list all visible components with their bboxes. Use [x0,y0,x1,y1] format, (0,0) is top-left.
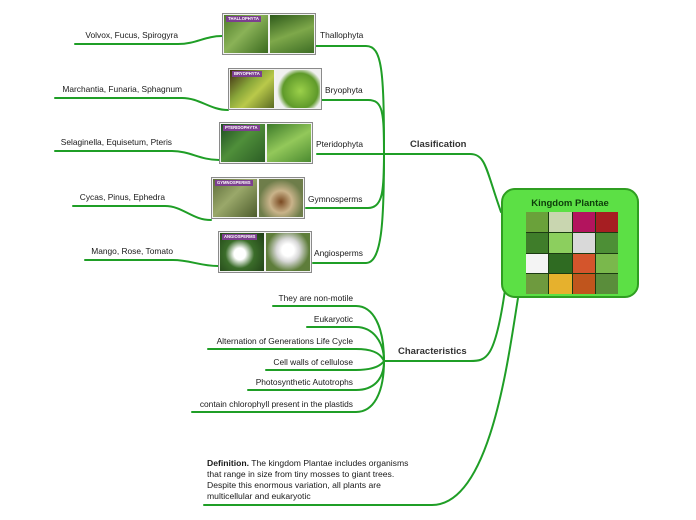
angiosperms-photo-tag: ANGIOSPERMS [222,234,258,240]
characteristic-item[interactable]: Alternation of Generations Life Cycle [216,336,353,346]
branch-ex-thallophyta [74,35,223,45]
examples-gymnosperms[interactable]: Cycas, Pinus, Ephedra [79,192,165,202]
green-algae-image: THALLOPHYTA [224,15,268,53]
thallophyta-photo-tag: THALLOPHYTA [226,16,261,22]
group-angiosperms[interactable]: Angiosperms [314,248,363,258]
definition-note[interactable]: Definition. The kingdom Plantae includes… [207,458,425,502]
conifer-image: GYMNOSPERMS [213,179,257,217]
plant-collage-image [526,212,618,294]
definition-label: Definition. [207,458,250,468]
thallophyta-photo: THALLOPHYTA [222,13,316,55]
group-gymnosperms[interactable]: Gymnosperms [308,194,363,204]
examples-pteridophyta[interactable]: Selaginella, Equisetum, Pteris [60,137,172,147]
characteristic-item[interactable]: Photosynthetic Autotrophs [255,377,353,387]
definition-text: The kingdom Plantae includes organisms t… [207,458,409,501]
examples-angiosperms[interactable]: Mango, Rose, Tomato [91,246,173,256]
characteristic-item[interactable]: They are non-motile [278,293,353,303]
examples-bryophyta[interactable]: Marchantia, Funaria, Sphagnum [62,84,182,94]
group-bryophyta[interactable]: Bryophyta [325,85,363,95]
bryophyta-photo: BRYOPHYTA [228,68,322,110]
characteristics-heading[interactable]: Characteristics [398,346,467,357]
group-pteridophyta[interactable]: Pteridophyta [316,139,364,149]
fern-image: PTERIDOPHYTA [221,124,265,162]
gymnosperms-photo: GYMNOSPERMS [211,177,305,219]
group-thallophyta[interactable]: Thallophyta [320,30,364,40]
branch-center-characteristics [383,289,506,362]
branch-center-classification [383,153,502,213]
branch-char-2 [306,326,385,362]
branch-char-6 [191,360,385,413]
angiosperms-photo: ANGIOSPERMS [218,231,312,273]
branch-angiosperms [312,153,385,264]
branch-ex-angiosperms [84,259,219,267]
branch-center-definition [203,297,519,506]
branch-ex-pteridophyta [54,150,220,161]
branch-ex-gymnosperms [72,205,212,221]
branch-char-4 [265,360,385,371]
branch-ex-bryophyta [54,97,229,111]
gymnosperms-photo-tag: GYMNOSPERMS [215,180,253,186]
central-topic[interactable]: Kingdom Plantae [501,188,639,298]
bryophyta-photo-tag: BRYOPHYTA [232,71,262,77]
pteridophyta-photo-tag: PTERIDOPHYTA [223,125,260,131]
branch-char-3 [207,348,385,362]
moss-image: BRYOPHYTA [230,70,274,108]
flower-image: ANGIOSPERMS [220,233,264,271]
characteristic-item[interactable]: Cell walls of cellulose [273,357,353,367]
branch-bryophyta [321,99,385,155]
central-title: Kingdom Plantae [531,198,609,209]
classification-heading[interactable]: Clasification [410,139,467,150]
characteristic-item[interactable]: Eukaryotic [313,314,353,324]
pteridophyta-photo: PTERIDOPHYTA [219,122,313,164]
examples-thallophyta[interactable]: Volvox, Fucus, Spirogyra [85,30,178,40]
characteristic-item[interactable]: contain chlorophyll present in the plast… [199,399,353,409]
